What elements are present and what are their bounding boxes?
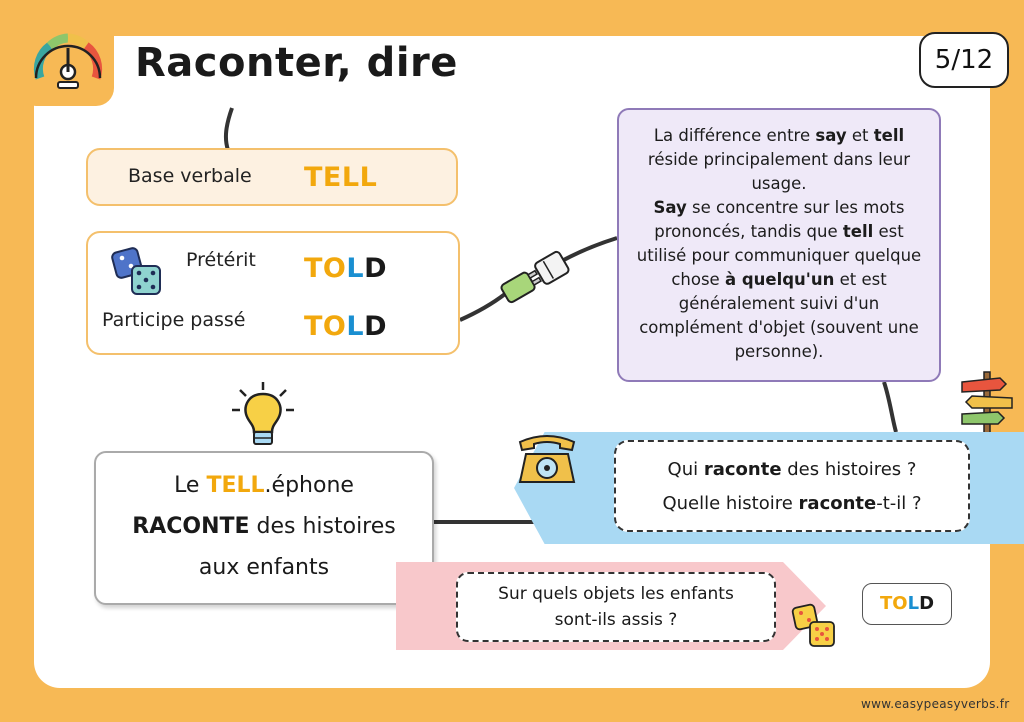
mnemonic-line-2: RACONTE des histoires (132, 514, 396, 539)
participle-label: Participe passé (102, 309, 246, 331)
explanation-box: La différence entre say et tell réside p… (617, 108, 941, 382)
question-2: Quelle histoire raconte-t-il ? (662, 493, 922, 514)
page-title: Raconter, dire (135, 40, 458, 86)
base-form-label: Base verbale (128, 165, 252, 187)
lightbulb-icon (232, 382, 294, 445)
question-1: Qui raconte des histoires ? (667, 459, 917, 480)
question-3-box: Sur quels objets les enfants sont-ils as… (456, 572, 776, 642)
participle-value: TOLD (304, 311, 388, 342)
explanation-paragraph-2: Say se concentre sur les mots prononcés,… (636, 198, 922, 361)
mnemonic-box: Le TELL.éphone RACONTE des histoires aux… (94, 451, 434, 605)
preterit-label: Prétérit (186, 249, 256, 271)
page-number: 5/12 (919, 32, 1009, 88)
speedometer-icon (33, 33, 103, 89)
mnemonic-line-3: aux enfants (198, 555, 330, 580)
question-3-line-2: sont-ils assis ? (554, 610, 678, 630)
telephone-icon (518, 435, 576, 483)
base-form-value: TELL (304, 162, 378, 193)
base-form-box: Base verbale TELL (86, 148, 458, 206)
answer-box: TOLD (862, 583, 952, 625)
footer-credit: www.easypeasyverbs.fr (861, 697, 1010, 711)
signpost-icon (961, 371, 1013, 435)
plug-icon (500, 250, 570, 304)
question-3-line-1: Sur quels objets les enfants (498, 584, 734, 604)
mnemonic-line-1: Le TELL.éphone (174, 473, 354, 498)
preterit-value: TOLD (304, 253, 388, 284)
yellow-dice-icon (791, 603, 835, 647)
explanation-paragraph-1: La différence entre say et tell réside p… (647, 126, 911, 193)
questions-box: Qui raconte des histoires ? Quelle histo… (614, 440, 970, 532)
dice-icon (111, 247, 161, 295)
